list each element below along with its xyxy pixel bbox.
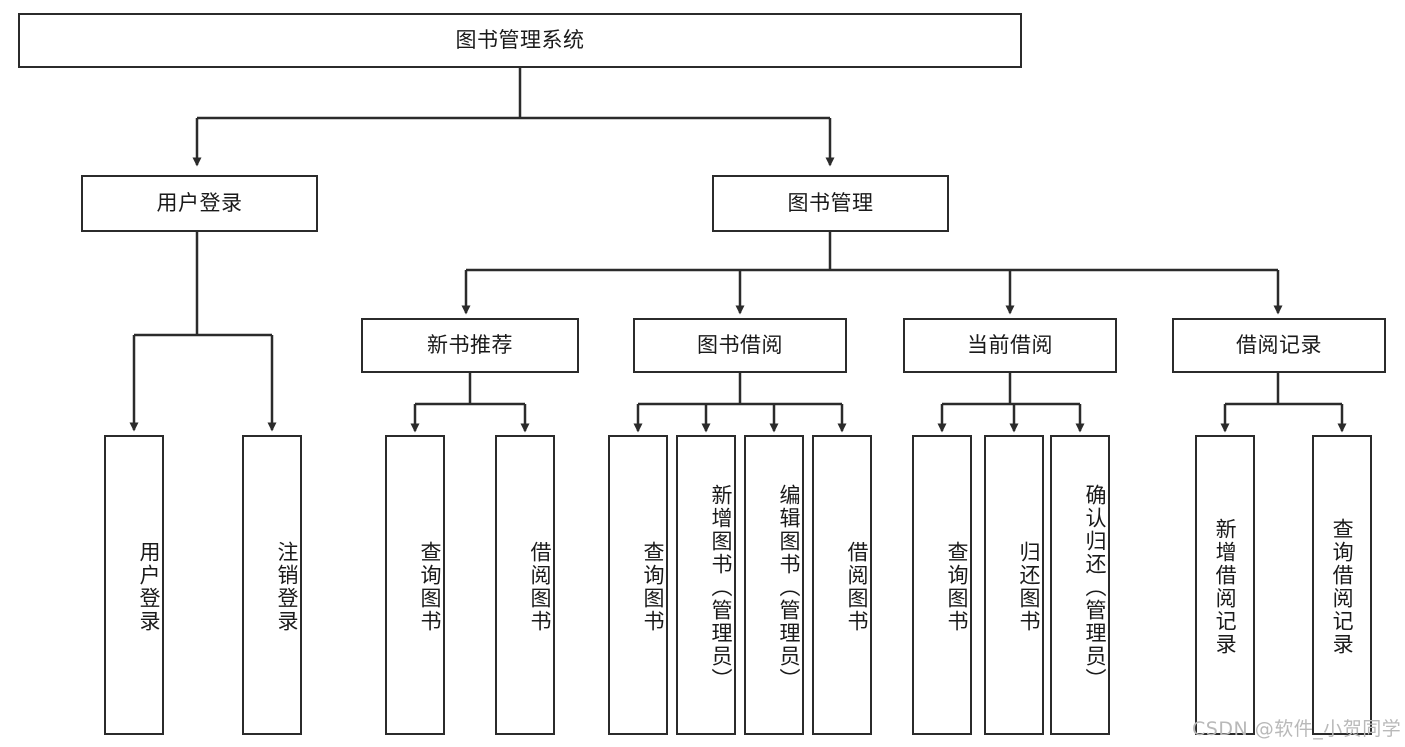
node-label: 查询图书	[418, 541, 442, 633]
node-label: 归还图书	[1017, 541, 1041, 633]
node-new-book-recommend[interactable]: 新书推荐	[361, 318, 579, 373]
leaf-new-book-query[interactable]: 查询图书	[385, 435, 445, 735]
node-user-login[interactable]: 用户登录	[81, 175, 318, 232]
node-label: 查询图书	[945, 541, 969, 633]
node-label: 图书借阅	[697, 332, 783, 357]
node-label: 新增借阅记录	[1213, 518, 1238, 656]
node-label: 用户登录	[137, 541, 161, 633]
node-label: 借阅记录	[1236, 332, 1322, 357]
node-label: 图书管理系统	[455, 27, 585, 52]
node-label: 注销登录	[275, 541, 299, 633]
node-current-borrow[interactable]: 当前借阅	[903, 318, 1117, 373]
node-label: 查询借阅记录	[1330, 518, 1355, 656]
node-label: 新书推荐	[427, 332, 513, 357]
node-label: 用户登录	[156, 190, 243, 215]
leaf-current-return-book[interactable]: 归还图书	[984, 435, 1044, 735]
node-borrow-record[interactable]: 借阅记录	[1172, 318, 1386, 373]
node-label: 借阅图书	[845, 541, 869, 633]
node-label: 图书管理	[787, 190, 874, 215]
leaf-user-login-signin[interactable]: 用户登录	[104, 435, 164, 735]
node-label: 查询图书	[641, 541, 665, 633]
node-label: 借阅图书	[528, 541, 552, 633]
leaf-borrow-query-book[interactable]: 查询图书	[608, 435, 668, 735]
leaf-borrow-borrow-book[interactable]: 借阅图书	[812, 435, 872, 735]
leaf-borrow-add-book[interactable]: 新增图书（管理员）	[676, 435, 736, 735]
node-label: 确认归还（管理员）	[1083, 483, 1107, 691]
leaf-current-confirm-return[interactable]: 确认归还（管理员）	[1050, 435, 1110, 735]
leaf-user-login-signout[interactable]: 注销登录	[242, 435, 302, 735]
node-book-management[interactable]: 图书管理	[712, 175, 949, 232]
leaf-borrow-edit-book[interactable]: 编辑图书（管理员）	[744, 435, 804, 735]
node-book-borrow[interactable]: 图书借阅	[633, 318, 847, 373]
leaf-new-book-borrow[interactable]: 借阅图书	[495, 435, 555, 735]
node-root-system[interactable]: 图书管理系统	[18, 13, 1022, 68]
node-label: 新增图书（管理员）	[709, 483, 733, 691]
node-label: 编辑图书（管理员）	[777, 483, 801, 691]
leaf-record-add[interactable]: 新增借阅记录	[1195, 435, 1255, 735]
node-label: 当前借阅	[967, 332, 1053, 357]
leaf-record-query[interactable]: 查询借阅记录	[1312, 435, 1372, 735]
leaf-current-query-book[interactable]: 查询图书	[912, 435, 972, 735]
